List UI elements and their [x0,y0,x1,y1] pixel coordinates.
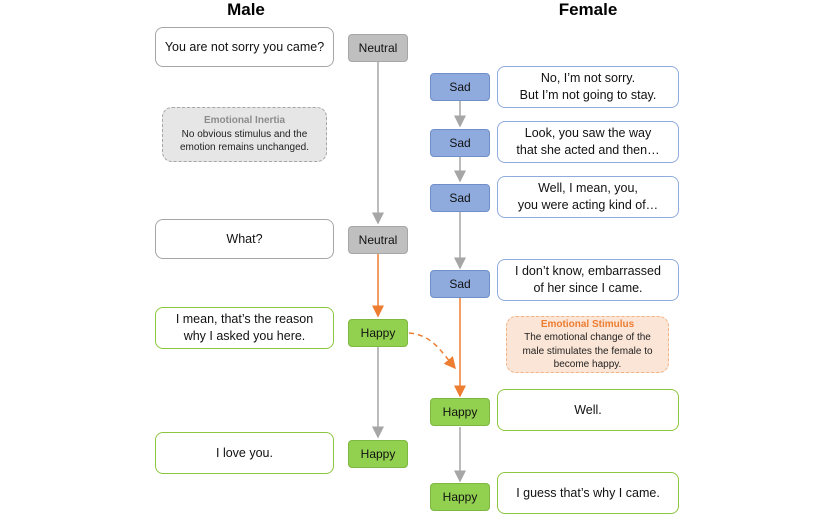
female-emotion-tag-5: Happy [430,398,490,426]
emotional-stimulus-note: Emotional Stimulus The emotional change … [506,316,669,373]
female-utterance-2: Look, you saw the way that she acted and… [497,121,679,163]
male-emotion-tag-1: Neutral [348,34,408,62]
emotional-inertia-body: No obvious stimulus and the emotion rema… [180,128,309,154]
female-utterance-1: No, I’m not sorry. But I’m not going to … [497,66,679,108]
female-heading: Female [558,0,618,19]
female-emotion-tag-1: Sad [430,73,490,101]
male-emotion-tag-2: Neutral [348,226,408,254]
arrow-stimulus-dashed [408,332,456,370]
male-emotion-tag-3: Happy [348,319,408,347]
female-utterance-6: I guess that’s why I came. [497,472,679,514]
male-heading: Male [227,0,265,19]
male-utterance-3: I mean, that’s the reason why I asked yo… [155,307,334,349]
emotional-inertia-note: Emotional Inertia No obvious stimulus an… [162,107,327,162]
female-emotion-tag-6: Happy [430,483,490,511]
emotional-stimulus-body: The emotional change of the male stimula… [522,332,653,370]
male-utterance-4: I love you. [155,432,334,474]
emotional-inertia-title: Emotional Inertia [203,115,286,127]
female-emotion-tag-3: Sad [430,184,490,212]
male-emotion-tag-4: Happy [348,440,408,468]
male-utterance-1: You are not sorry you came? [155,27,334,67]
female-utterance-4: I don’t know, embarrassed of her since I… [497,259,679,301]
female-utterance-3: Well, I mean, you, you were acting kind … [497,176,679,218]
female-emotion-tag-2: Sad [430,129,490,157]
male-utterance-2: What? [155,219,334,259]
emotional-stimulus-title: Emotional Stimulus [540,318,635,330]
female-utterance-5: Well. [497,389,679,431]
female-emotion-tag-4: Sad [430,270,490,298]
